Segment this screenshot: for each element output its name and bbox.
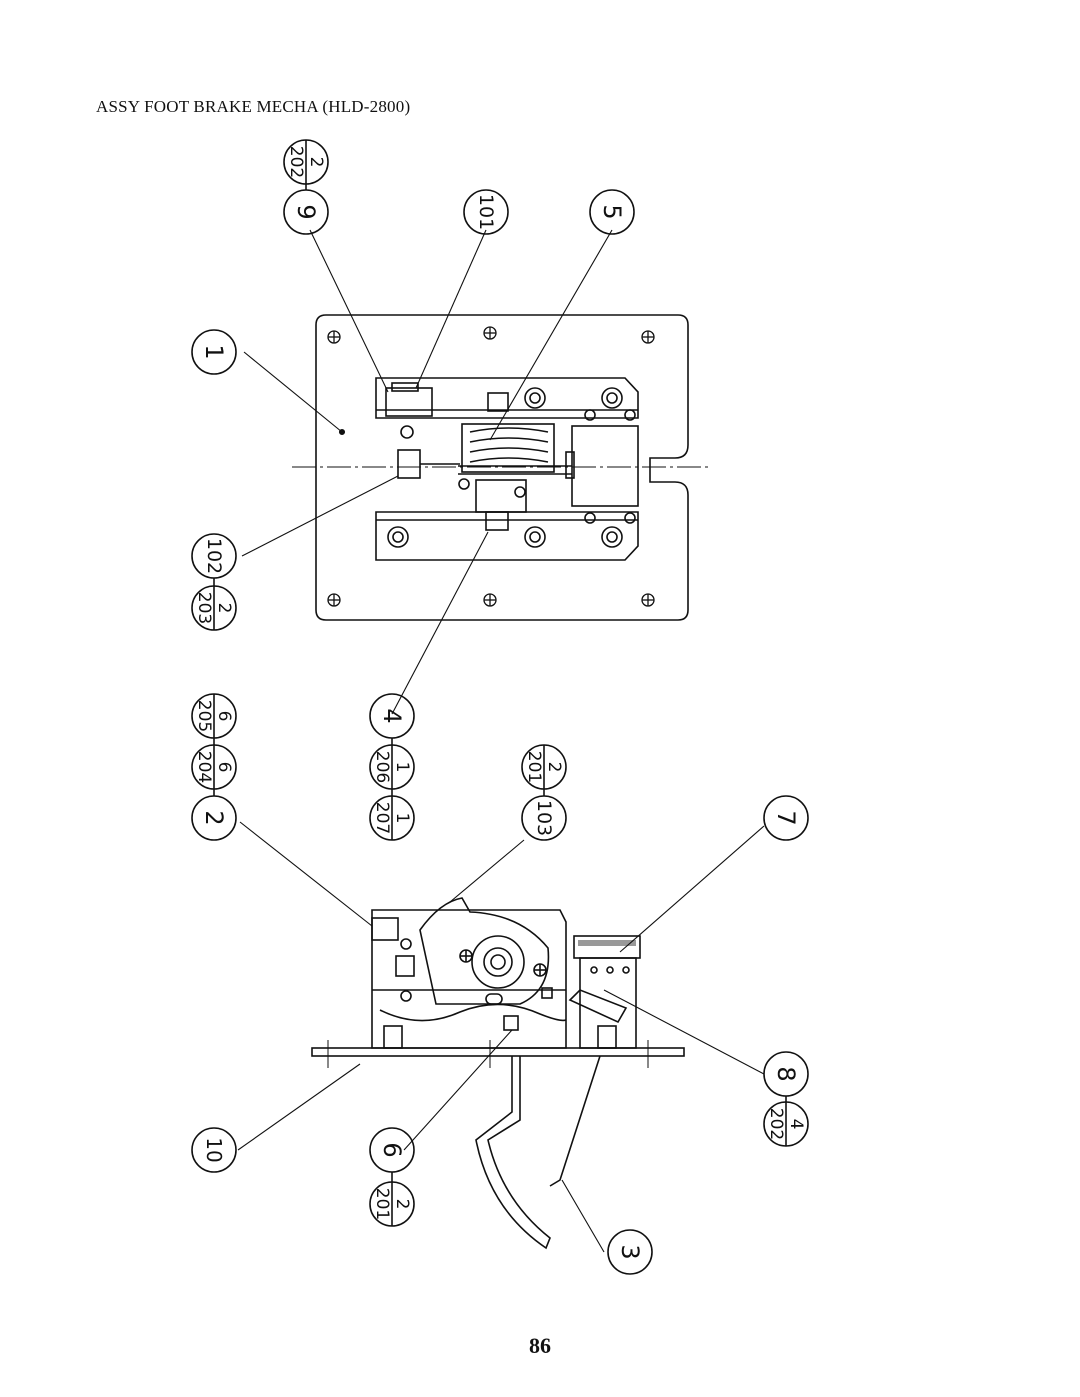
callout-8: 8 [772, 1066, 800, 1081]
callout-205-part: 205 [194, 700, 214, 732]
callout-206-part: 206 [372, 751, 392, 783]
callout-1: 1 [200, 344, 228, 359]
brake-housing [571, 425, 639, 507]
floor-plate [311, 1047, 685, 1057]
leader-lines [237, 229, 765, 1253]
callout-202-part: 202 [286, 146, 306, 178]
lower-bracket [375, 511, 639, 561]
callout-207-part: 207 [372, 802, 392, 834]
callout-204-qty: 6 [214, 762, 234, 773]
callout-102: 102 [203, 538, 225, 574]
callout-2: 2 [200, 810, 228, 825]
callout-207-qty: 1 [392, 813, 412, 824]
callout-201a-qty: 2 [544, 762, 564, 773]
callout-205-qty: 6 [214, 711, 234, 722]
callout-204-part: 204 [194, 751, 214, 783]
plate-screw-holes [327, 326, 655, 607]
upper-bracket [375, 377, 639, 419]
base-plate [315, 314, 689, 621]
callout-4: 4 [378, 708, 406, 723]
micro-switch [385, 387, 433, 417]
torsion-spring [461, 423, 555, 473]
cam-plate [419, 897, 550, 1005]
page-title: ASSY FOOT BRAKE MECHA (HLD-2800) [96, 97, 411, 116]
page-number: 86 [529, 1333, 551, 1358]
stopper-rubber [573, 935, 641, 959]
callout-103: 103 [533, 800, 555, 836]
pedal-arm [475, 1056, 551, 1250]
stopper-bracket [579, 957, 637, 1049]
pedal-frame [371, 909, 567, 1049]
callout-5: 5 [598, 204, 626, 219]
callout-6: 6 [378, 1142, 406, 1157]
callout-101: 101 [475, 194, 497, 230]
callout-3: 3 [616, 1244, 644, 1259]
callout-206-qty: 1 [392, 762, 412, 773]
callout-10: 10 [202, 1137, 226, 1162]
bracket-bolts [387, 387, 636, 548]
callout-203-part: 203 [194, 592, 214, 624]
callout-201b-qty: 2 [392, 1199, 412, 1210]
linkage-block [397, 449, 421, 479]
callout-9: 9 [292, 204, 320, 219]
callout-202b-qty: 4 [786, 1119, 806, 1130]
callout-201a-part: 201 [524, 751, 544, 783]
callout-bubbles [191, 139, 809, 1275]
callout-203-qty: 2 [214, 603, 234, 614]
callout-7: 7 [772, 810, 800, 825]
callout-202b-part: 202 [766, 1108, 786, 1140]
callout-201b-part: 201 [372, 1188, 392, 1220]
callout-202-qty: 2 [306, 157, 326, 168]
side-view-assembly [311, 897, 685, 1250]
top-view-assembly [292, 314, 708, 621]
